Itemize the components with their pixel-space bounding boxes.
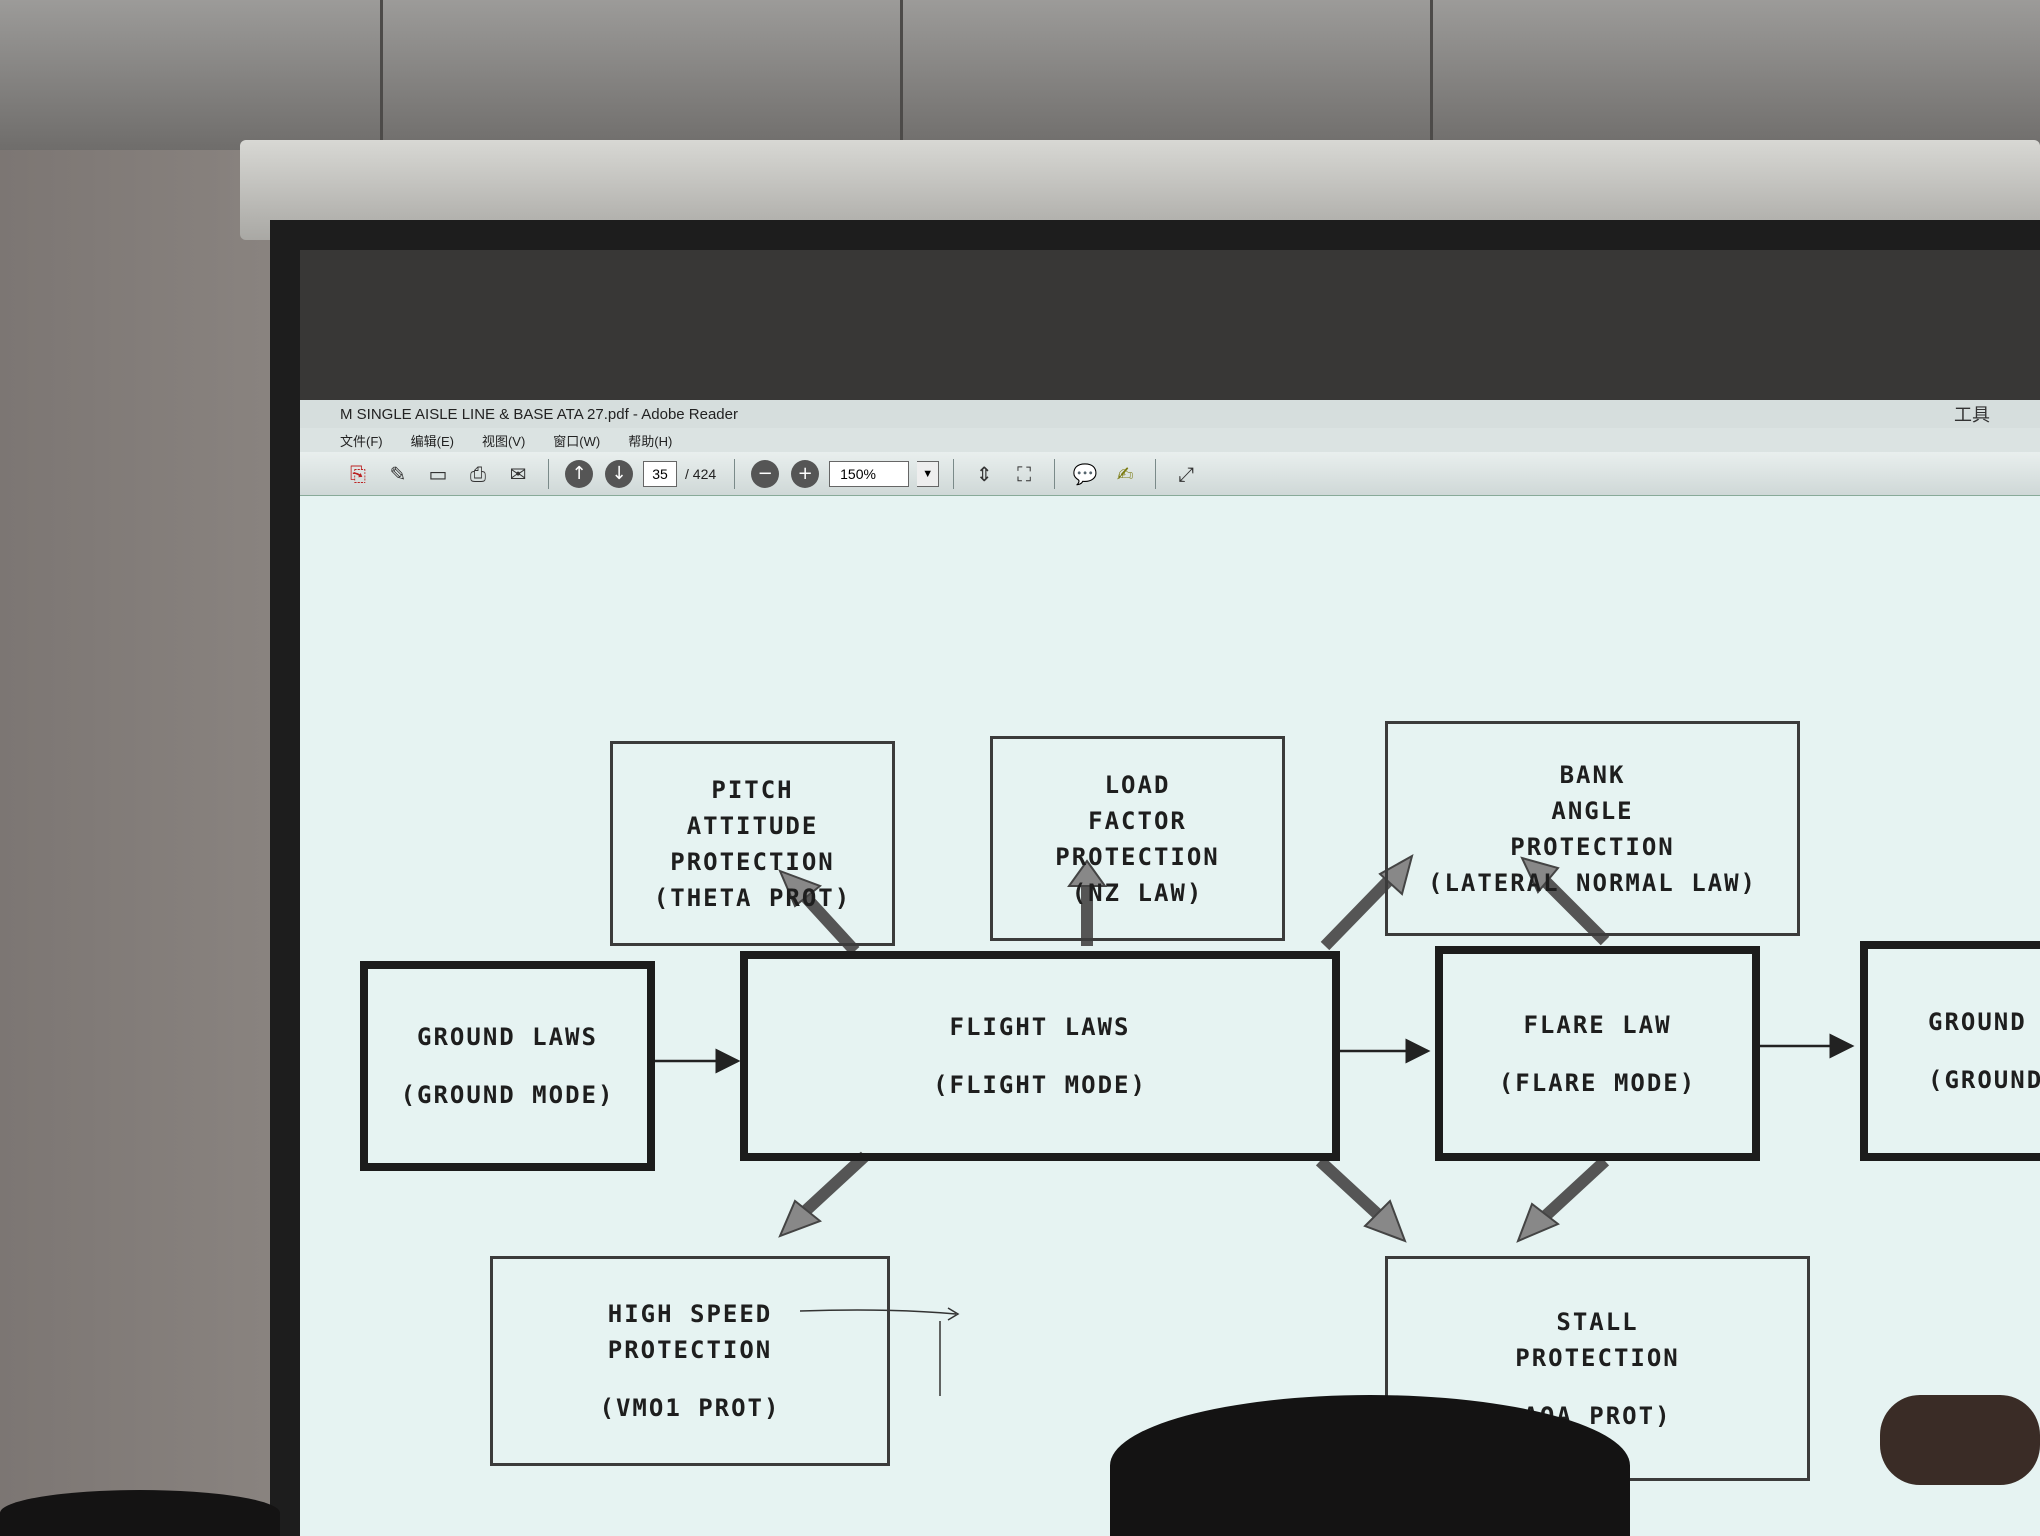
projector-screen-top: [300, 250, 2040, 400]
load-line-4: (NZ LAW): [1071, 878, 1204, 907]
comment-icon[interactable]: 💬: [1072, 461, 1098, 486]
ceiling-seam: [900, 0, 903, 150]
toolbar-separator: [953, 458, 955, 489]
zoom-out-icon[interactable]: −: [751, 459, 780, 488]
pitch-line-4: (THETA PROT): [653, 883, 852, 912]
window-title: M SINGLE AISLE LINE & BASE ATA 27.pdf - …: [340, 405, 738, 423]
flight-laws-box: FLIGHT LAWS (FLIGHT MODE): [740, 951, 1340, 1161]
flight-laws-line-1: FLIGHT LAWS: [949, 1013, 1131, 1041]
tools-button[interactable]: 工具: [1954, 405, 1990, 425]
flare-law-box: FLARE LAW (FLARE MODE): [1435, 946, 1760, 1161]
flare-law-line-2: (FLARE MODE): [1498, 1068, 1697, 1097]
high-speed-line-2: PROTECTION: [607, 1336, 773, 1364]
menu-file[interactable]: 文件(F): [340, 433, 383, 449]
chevron-down-icon[interactable]: ▼: [917, 460, 940, 487]
ground-laws-line-2: (GROUND MODE): [400, 1081, 615, 1109]
print-icon[interactable]: ⎙: [470, 461, 486, 486]
load-line-2: FACTOR: [1088, 806, 1187, 835]
zoom-level-input[interactable]: [829, 460, 910, 487]
title-bar: M SINGLE AISLE LINE & BASE ATA 27.pdf - …: [300, 400, 2040, 429]
full-screen-icon[interactable]: ⛶: [1017, 461, 1032, 486]
sign-icon[interactable]: ✍: [1116, 461, 1134, 486]
bank-line-2: ANGLE: [1551, 796, 1634, 825]
email-icon[interactable]: ✉: [509, 461, 527, 486]
ground-laws-line-1: GROUND LAWS: [417, 1023, 598, 1051]
menu-edit[interactable]: 编辑(E): [410, 433, 454, 449]
fit-page-icon[interactable]: ⇕: [975, 461, 993, 486]
ceiling-seam: [380, 0, 383, 150]
zoom-in-icon[interactable]: +: [791, 459, 820, 488]
menu-bar: 文件(F) 编辑(E) 视图(V) 窗口(W) 帮助(H): [300, 428, 2040, 452]
ground-right-line-1: GROUND: [1928, 1008, 2027, 1036]
flare-law-line-1: FLARE LAW: [1523, 1010, 1672, 1039]
save-icon[interactable]: ▭: [428, 461, 448, 486]
document-page: PITCH ATTITUDE PROTECTION (THETA PROT) L…: [300, 496, 2040, 1536]
ceiling: [0, 0, 2040, 150]
pitch-line-1: PITCH: [711, 775, 794, 804]
projected-window: M SINGLE AISLE LINE & BASE ATA 27.pdf - …: [300, 400, 2040, 1536]
pen-annotation: [799, 1307, 960, 1396]
toolbar-separator: [734, 458, 736, 489]
bank-angle-protection-box: BANK ANGLE PROTECTION (LATERAL NORMAL LA…: [1385, 721, 1800, 936]
expand-icon[interactable]: ⤢: [1178, 461, 1195, 486]
load-line-3: PROTECTION: [1055, 842, 1220, 871]
toolbar-separator: [1054, 458, 1056, 489]
menu-window[interactable]: 窗口(W): [553, 433, 601, 449]
ground-right-line-2: (GROUND: [1928, 1066, 2040, 1094]
high-speed-protection-box: HIGH SPEED PROTECTION (VMO1 PROT): [490, 1256, 890, 1466]
stall-line-2: PROTECTION: [1515, 1343, 1680, 1372]
high-speed-line-1: HIGH SPEED: [607, 1300, 773, 1328]
load-factor-protection-box: LOAD FACTOR PROTECTION (NZ LAW): [990, 736, 1285, 941]
pitch-attitude-protection-box: PITCH ATTITUDE PROTECTION (THETA PROT): [610, 741, 895, 946]
arrowheads: [778, 853, 1560, 1243]
bank-line-3: PROTECTION: [1510, 832, 1675, 861]
edit-icon[interactable]: ✎: [389, 461, 407, 486]
high-speed-line-3: (VMO1 PROT): [599, 1394, 781, 1422]
presenter-hand: [1880, 1395, 2040, 1485]
audience-head: [1110, 1395, 1630, 1536]
page-total: / 424: [685, 465, 717, 482]
previous-page-icon[interactable]: ↑: [565, 459, 593, 488]
ground-laws-box: GROUND LAWS (GROUND MODE): [360, 961, 655, 1171]
mode-transition-arrows: [655, 1033, 1855, 1074]
menu-view[interactable]: 视图(V): [481, 433, 526, 449]
menu-help[interactable]: 帮助(H): [628, 433, 673, 449]
pitch-line-3: PROTECTION: [670, 847, 835, 876]
audience-head: [0, 1490, 280, 1536]
pitch-line-2: ATTITUDE: [686, 811, 819, 840]
bank-line-4: (LATERAL NORMAL LAW): [1428, 868, 1757, 897]
toolbar: ⎘ ✎ ▭ ⎙ ✉ ↑ ↓ / 424 − + ▼ ⇕ ⛶ 💬 ✍ ⤢: [300, 452, 2040, 496]
toolbar-separator: [548, 458, 549, 489]
create-pdf-icon[interactable]: ⎘: [350, 461, 366, 486]
bank-line-1: BANK: [1559, 760, 1626, 789]
stall-protection-box: STALL PROTECTION AOA PROT): [1385, 1256, 1810, 1481]
ground-mode-right-box: GROUND (GROUND: [1860, 941, 2040, 1161]
ceiling-seam: [1430, 0, 1433, 150]
load-line-1: LOAD: [1104, 770, 1171, 799]
toolbar-separator: [1155, 458, 1157, 489]
protection-arrows: [795, 869, 1610, 1226]
flight-laws-line-2: (FLIGHT MODE): [933, 1071, 1147, 1099]
page-number-input[interactable]: [643, 460, 677, 487]
next-page-icon[interactable]: ↓: [605, 459, 633, 488]
diagram-arrows: [655, 853, 1855, 1396]
stall-line-1: STALL: [1556, 1307, 1639, 1336]
